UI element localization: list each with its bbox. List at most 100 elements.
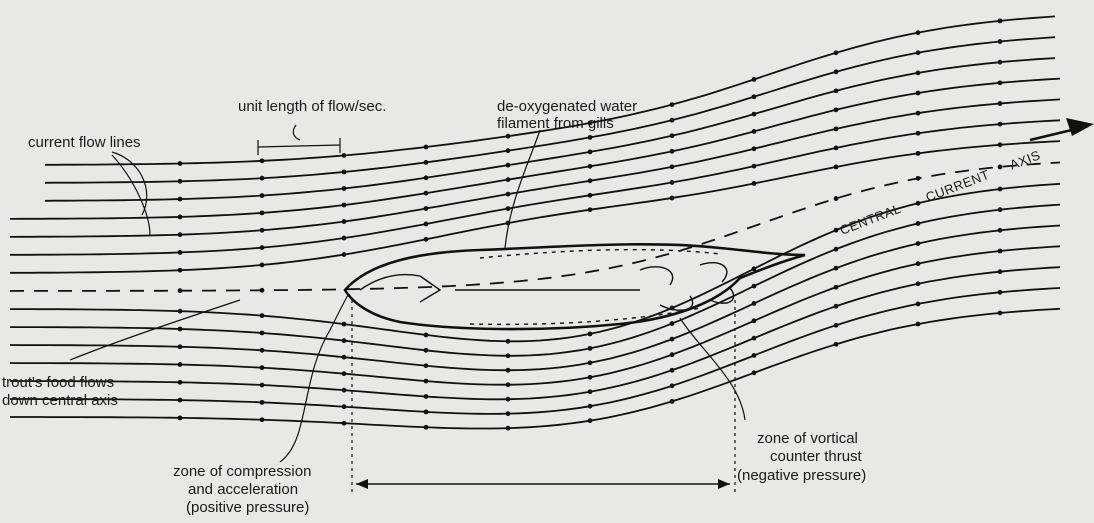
flow-marker-dot	[833, 69, 839, 75]
flow-marker-dot	[505, 162, 511, 168]
current-flow-lines	[9, 15, 1061, 430]
flow-marker-dot	[259, 193, 265, 198]
flow-marker-dot	[587, 389, 593, 395]
flow-line	[10, 182, 1061, 343]
flow-marker-dot	[587, 418, 593, 424]
flow-marker-dot	[423, 190, 429, 196]
flow-marker-dot	[997, 80, 1003, 86]
flow-line	[10, 307, 1061, 430]
label-vortical-1: zone of vortical	[757, 430, 858, 447]
flow-marker-dot	[587, 374, 593, 380]
label-pointers	[69, 129, 746, 463]
flow-marker-dot	[997, 18, 1003, 24]
flow-marker-dot	[505, 191, 511, 197]
flow-line	[10, 119, 1061, 256]
flow-marker-dot	[341, 252, 347, 257]
flow-marker-dot	[505, 382, 511, 388]
flow-marker-dot	[669, 321, 675, 326]
flow-marker-dot	[505, 367, 511, 373]
flow-marker-dot	[997, 269, 1003, 275]
flow-marker-dot	[177, 214, 183, 220]
label-food-2: down central axis	[2, 392, 118, 409]
flow-marker-dot	[341, 387, 347, 393]
flow-marker-dot	[997, 59, 1003, 65]
flow-marker-dot	[751, 181, 757, 186]
flow-marker-dot	[997, 101, 1003, 106]
flow-marker-dot	[177, 196, 183, 202]
flow-marker-dot	[833, 196, 839, 201]
flow-marker-dot	[997, 164, 1003, 170]
flow-marker-dot	[915, 261, 921, 267]
flow-marker-dot	[177, 267, 183, 273]
flow-marker-dot	[915, 321, 921, 327]
flow-marker-dot	[833, 322, 839, 328]
flow-marker-dot	[259, 347, 265, 353]
flow-marker-dot	[423, 221, 429, 227]
flow-marker-dot	[259, 245, 265, 251]
flow-marker-dot	[587, 135, 593, 140]
flow-marker-dot	[259, 210, 265, 216]
flow-marker-dot	[423, 332, 429, 338]
flow-marker-dot	[341, 354, 347, 360]
flow-marker-dot	[423, 236, 429, 242]
flow-marker-dot	[669, 102, 675, 108]
flow-marker-dot	[341, 404, 347, 410]
flow-marker-dot	[505, 133, 511, 139]
flow-marker-dot	[915, 130, 921, 136]
label-vortical-3: (negative pressure)	[737, 467, 866, 484]
flow-marker-dot	[669, 352, 675, 358]
flow-marker-dot	[177, 308, 183, 314]
axis-word-central: CENTRAL	[838, 201, 903, 238]
flow-marker-dot	[423, 144, 429, 150]
flow-marker-dot	[341, 235, 347, 241]
flow-marker-dot	[423, 378, 429, 384]
flow-marker-dot	[587, 163, 593, 169]
flow-marker-dot	[587, 192, 593, 198]
unit-flow-markers	[177, 18, 1003, 431]
flow-marker-dot	[751, 353, 757, 358]
label-compression-3: (positive pressure)	[186, 499, 309, 516]
flow-marker-dot	[915, 221, 921, 226]
flow-line	[44, 36, 1056, 184]
flow-marker-dot	[751, 111, 757, 117]
flow-marker-dot	[751, 301, 757, 306]
flow-marker-dot	[259, 417, 265, 423]
flow-line	[45, 15, 1056, 166]
label-compression-2: and acceleration	[188, 481, 298, 498]
flow-marker-dot	[997, 142, 1003, 148]
label-vortical-2: counter thrust	[770, 448, 863, 465]
flow-line	[9, 245, 1061, 386]
flow-marker-dot	[259, 158, 265, 164]
flow-marker-dot	[915, 70, 921, 76]
flow-marker-dot	[423, 394, 429, 399]
flow-marker-dot	[751, 370, 757, 376]
flow-marker-dot	[259, 313, 265, 319]
flow-marker-dot	[833, 303, 839, 309]
label-deoxygenated-1: de-oxygenated water	[497, 98, 637, 115]
flow-marker-dot	[423, 424, 429, 430]
flow-marker-dot	[915, 281, 921, 287]
flow-line	[10, 203, 1061, 357]
flow-marker-dot	[833, 107, 839, 113]
flow-marker-dot	[177, 397, 183, 403]
flow-marker-dot	[587, 331, 593, 337]
flow-marker-dot	[259, 399, 265, 405]
flow-marker-dot	[423, 175, 429, 181]
flow-marker-dot	[259, 287, 265, 293]
flow-marker-dot	[341, 202, 347, 208]
flow-marker-dot	[751, 318, 757, 324]
flow-marker-dot	[587, 360, 593, 366]
flow-marker-dot	[177, 161, 183, 166]
flow-marker-dot	[259, 365, 265, 371]
flow-marker-dot	[505, 206, 511, 211]
flow-marker-dot	[177, 232, 183, 238]
flow-line	[10, 266, 1061, 401]
flow-marker-dot	[751, 335, 757, 341]
flow-marker-dot	[833, 88, 839, 94]
flow-marker-dot	[587, 120, 593, 126]
flow-marker-dot	[833, 246, 839, 252]
flow-marker-dot	[915, 150, 921, 156]
flow-marker-dot	[669, 180, 675, 185]
flow-marker-dot	[259, 382, 265, 388]
